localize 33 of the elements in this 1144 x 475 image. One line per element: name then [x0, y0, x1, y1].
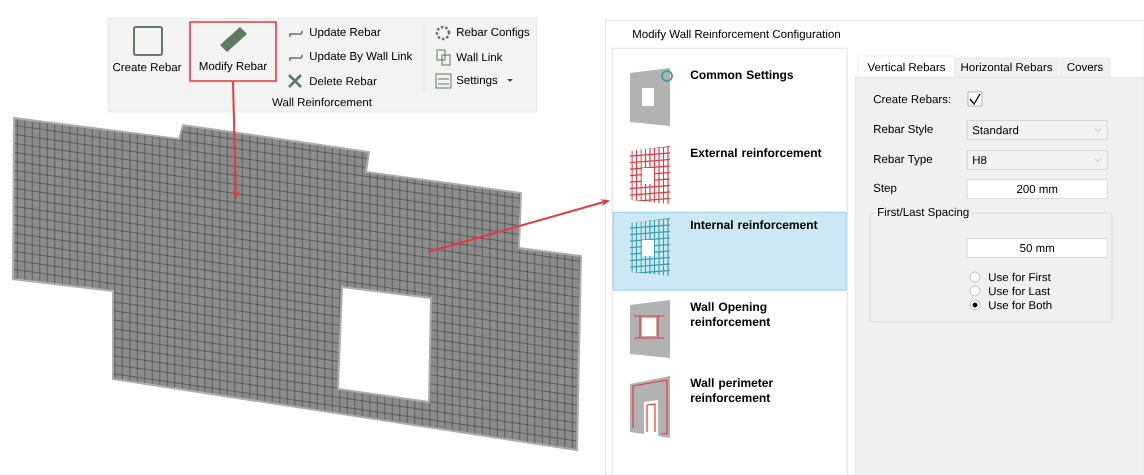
dropdown: Standard	[967, 120, 1108, 140]
field-label: Rebar Type	[874, 154, 933, 166]
list-item-label: Wall perimeter reinforcement	[690, 378, 773, 402]
wall-drawing	[12, 117, 582, 452]
tab: Vertical Rebars	[857, 55, 956, 78]
ribbon-label: Update Rebar	[310, 27, 381, 39]
dropdown-button: Settings	[456, 75, 513, 87]
list-item	[613, 212, 847, 291]
field-label: Step	[873, 183, 897, 195]
button-highlight: Modify Rebar	[189, 21, 277, 82]
ribbon-label: Rebar Configs	[457, 27, 530, 39]
list-item-label: Common Settings	[690, 70, 794, 82]
list-item-label: External reinforcement	[691, 148, 822, 157]
input-field: 200 mm	[967, 179, 1108, 199]
list-item	[630, 300, 771, 358]
group-title: First/Last Spacing	[875, 207, 972, 219]
ribbon-label: Delete Rebar	[310, 76, 377, 86]
list-item	[630, 146, 822, 204]
list-item	[630, 68, 794, 126]
ribbon-label: Wall Link	[456, 52, 503, 62]
list-item	[630, 376, 773, 438]
field-label: Create Rebars:	[873, 94, 951, 104]
group-label: Wall Reinforcement	[272, 97, 372, 107]
radio-button: Use for First	[969, 271, 1051, 283]
list-item-label: Internal reinforcement	[691, 220, 818, 229]
radio-button: Use for Both	[969, 299, 1052, 311]
field-label: Rebar Style	[874, 124, 933, 136]
input-field: 50 mm	[967, 238, 1108, 258]
ribbon-label: Update By Wall Link	[310, 51, 413, 63]
radio-button: Use for Last	[969, 285, 1051, 297]
tab: Covers	[1059, 57, 1111, 78]
dropdown: H8	[967, 150, 1108, 170]
list-item-label: Wall Opening reinforcement	[690, 302, 771, 326]
